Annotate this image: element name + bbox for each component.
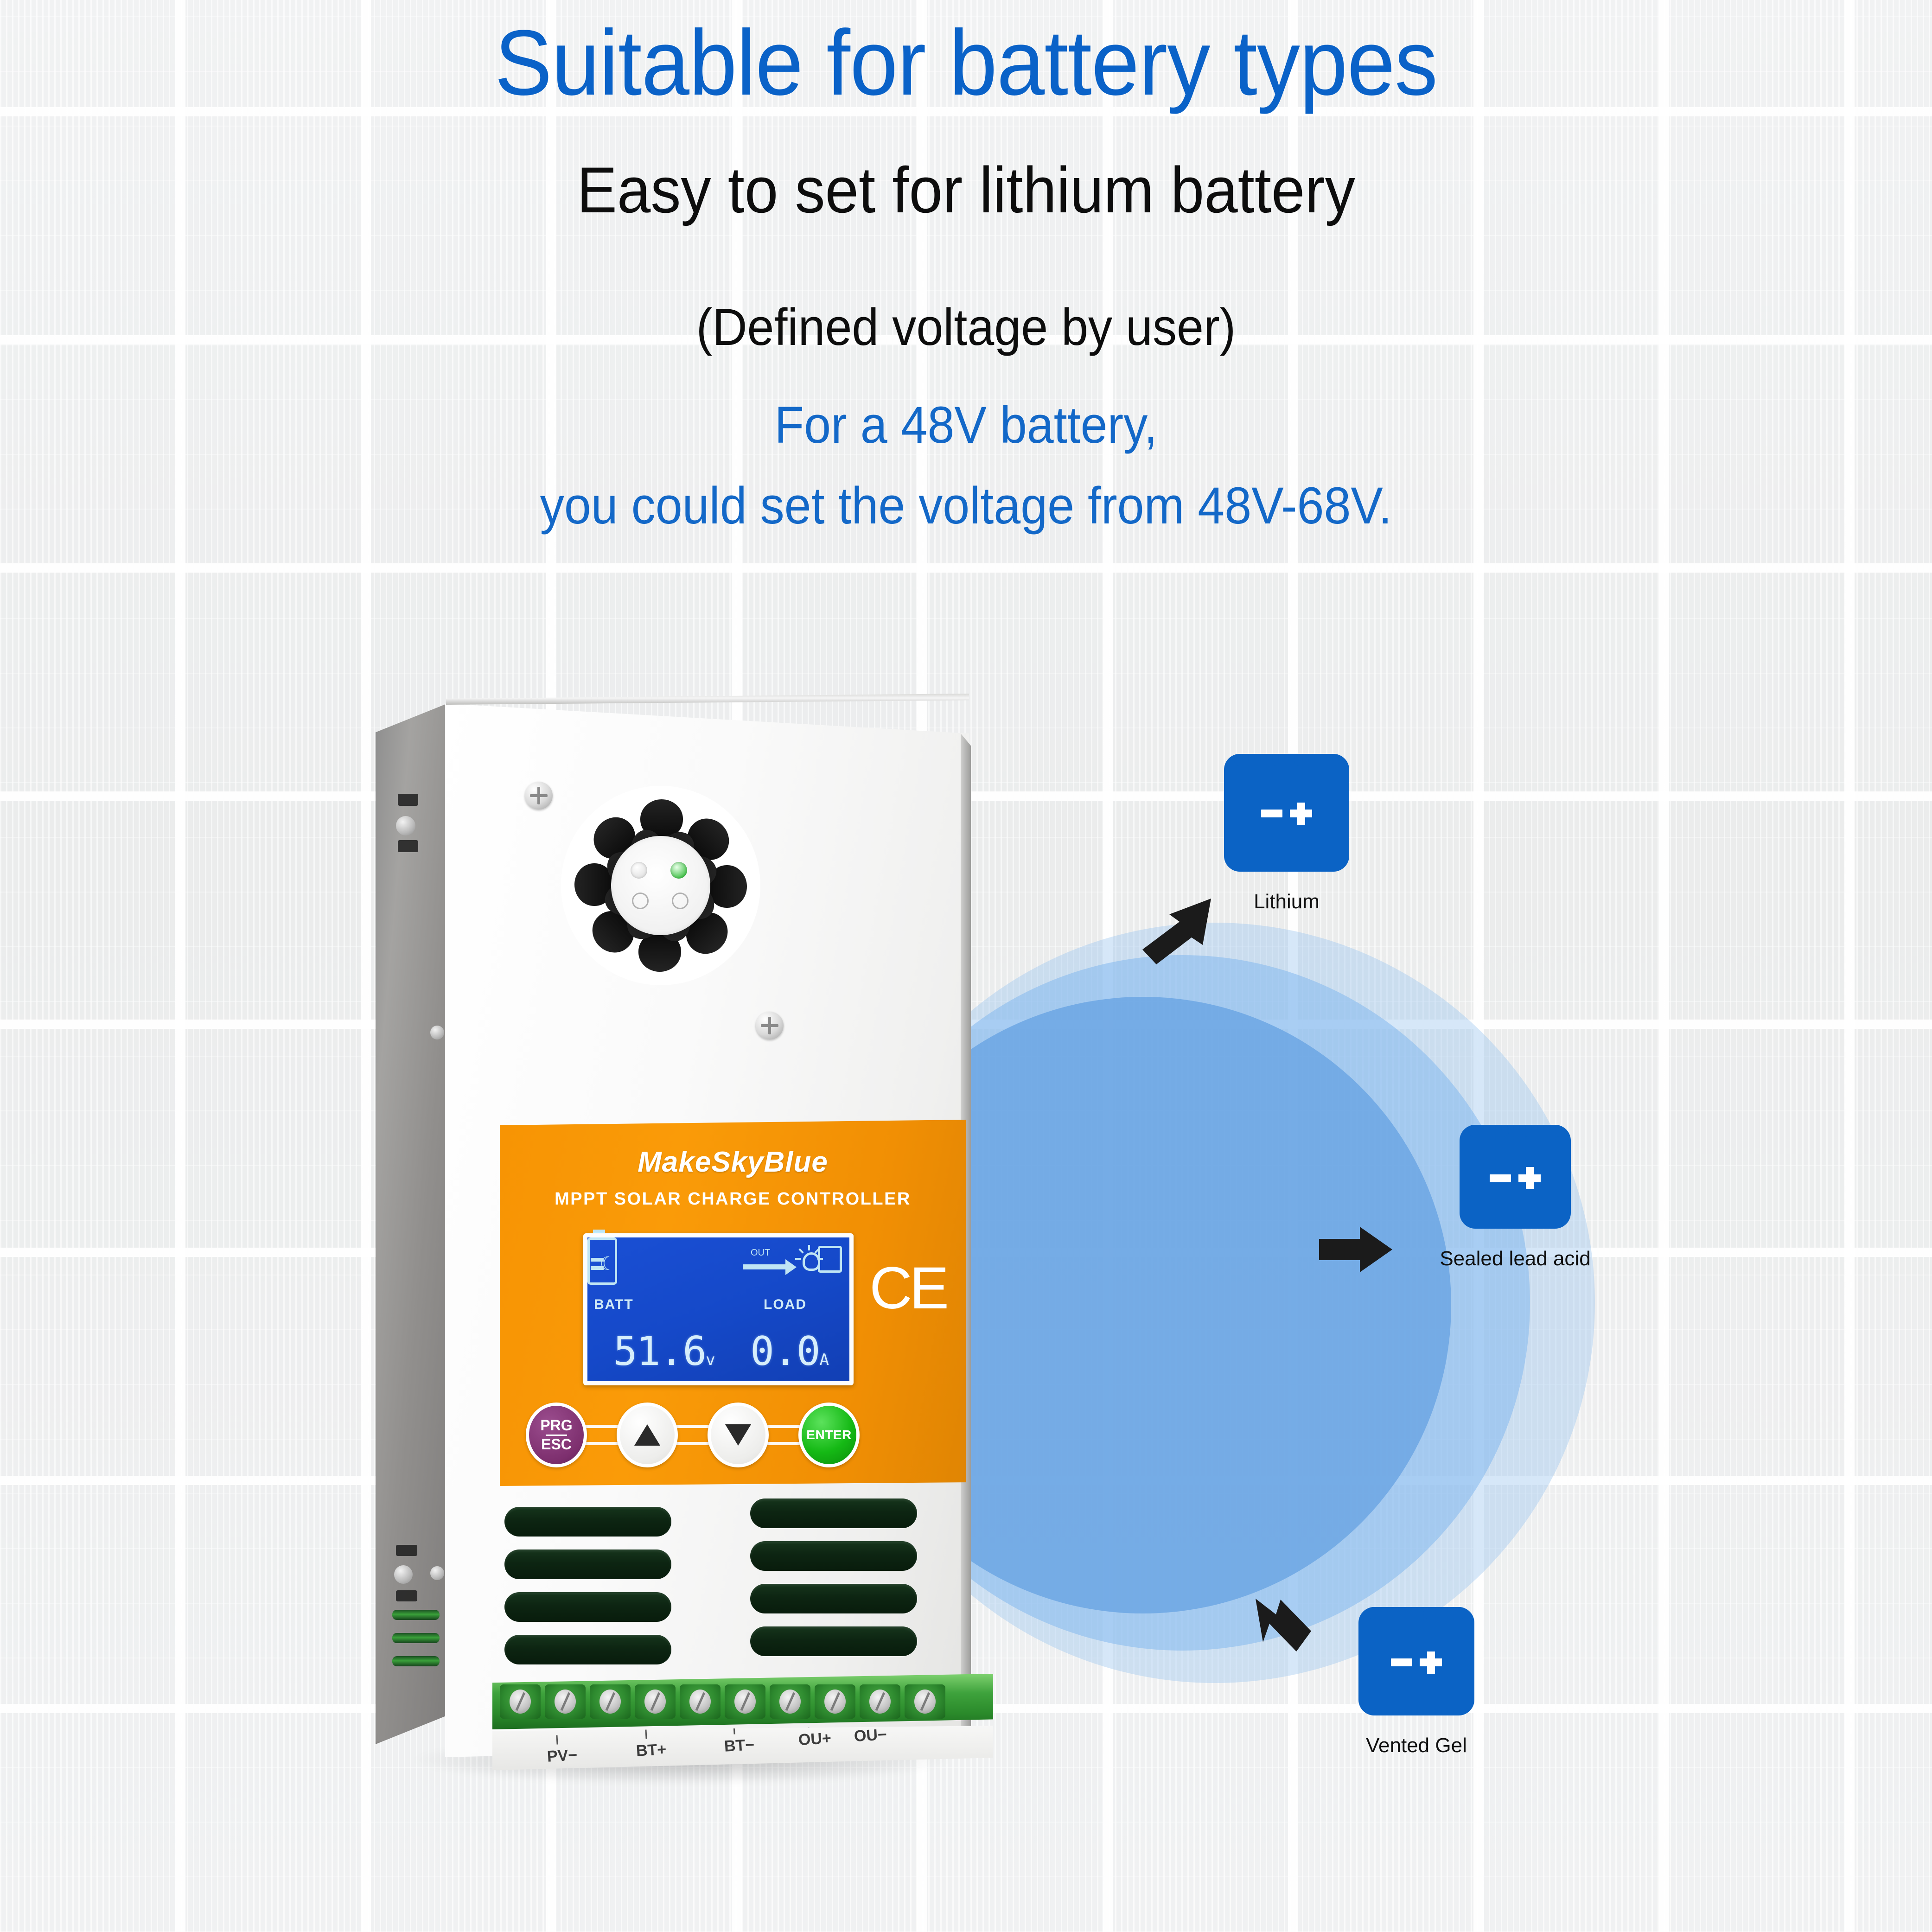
plus-icon (1420, 1651, 1442, 1674)
triangle-up-icon (634, 1424, 660, 1446)
clock-icon (818, 1246, 842, 1273)
battery-type-label: Lithium (1254, 890, 1320, 913)
product-type: MPPT SOLAR CHARGE CONTROLLER (555, 1189, 911, 1209)
terminal-label-ou-plus: OU+ (797, 1729, 832, 1749)
ce-mark-icon: CE (869, 1255, 949, 1321)
enter-button[interactable]: ENTER (798, 1403, 860, 1467)
down-button[interactable] (708, 1403, 769, 1467)
battery-icon (1460, 1125, 1571, 1241)
esc-label: ESC (541, 1435, 572, 1453)
battery-type-label: Sealed lead acid (1440, 1247, 1591, 1270)
battery-icon (1224, 754, 1349, 884)
status-led-white (631, 862, 647, 879)
up-button[interactable] (617, 1403, 678, 1467)
terminal-block (492, 1674, 993, 1729)
mppt-charge-controller: MakeSkyBlue MPPT SOLAR CHARGE CONTROLLER… (376, 691, 1006, 1770)
voltage-range-text: For a 48V battery, you could set the vol… (68, 385, 1864, 546)
battery-icon (1358, 1607, 1474, 1728)
defined-voltage-note: (Defined voltage by user) (696, 298, 1236, 356)
terminal-screw (905, 1684, 945, 1719)
batt-label: BATT (594, 1297, 634, 1312)
triangle-down-icon (725, 1424, 751, 1446)
lcd-display: ☾ OUT BATT LOAD 51.6v (583, 1233, 854, 1385)
battery-type-label: Vented Gel (1366, 1734, 1467, 1757)
minus-icon (1261, 810, 1282, 818)
terminal-screw (635, 1684, 676, 1719)
load-value: 0.0 (750, 1328, 820, 1375)
terminal-screw (545, 1684, 586, 1719)
terminal-screw (680, 1684, 721, 1719)
brand-name: MakeSkyBlue (638, 1146, 828, 1178)
control-button-row: PRG ESC ENTER (526, 1403, 938, 1467)
moon-icon: ☾ (599, 1254, 616, 1274)
case-screw (525, 782, 553, 810)
terminal-screw (815, 1684, 855, 1719)
batt-value: 51.6 (613, 1328, 707, 1375)
terminal-label-ou-minus: OU− (853, 1726, 887, 1745)
prg-esc-button[interactable]: PRG ESC (526, 1403, 587, 1467)
out-label: OUT (751, 1248, 771, 1258)
load-unit: A (819, 1351, 829, 1369)
battery-callout-vented-gel: Vented Gel (1358, 1595, 1525, 1757)
terminal-screw (500, 1684, 541, 1719)
battery-callout-lithium: Lithium (1224, 742, 1349, 913)
terminal-label-bt-minus: BT− (723, 1736, 755, 1755)
plus-icon (1290, 802, 1312, 825)
terminal-screw (770, 1684, 810, 1719)
terminal-screw (860, 1684, 900, 1719)
terminal-label-strip: PV− BT+ BT− OU+ OU− (492, 1726, 993, 1770)
enter-label: ENTER (806, 1428, 852, 1442)
page-subtitle: Easy to set for lithium battery (577, 153, 1355, 226)
page-title: Suitable for battery types (494, 11, 1438, 115)
load-label: LOAD (764, 1297, 807, 1312)
battery-level-icon (587, 1237, 617, 1285)
terminal-label-bt-plus: BT+ (635, 1741, 667, 1760)
case-screw (756, 1012, 784, 1039)
terminal-label-pv-minus: PV− (546, 1746, 578, 1766)
voltage-range-line-2: you could set the voltage from 48V-68V. (540, 476, 1392, 535)
device-top-lip (446, 694, 969, 705)
arrow-right-icon (1319, 1224, 1393, 1275)
status-led-green (670, 862, 687, 879)
arrow-down-right-icon (1252, 1590, 1321, 1660)
out-arrow-icon (743, 1259, 797, 1275)
terminal-screw (725, 1684, 765, 1719)
battery-callout-sealed-lead-acid: Sealed lead acid (1440, 1113, 1645, 1270)
terminal-screw (590, 1684, 631, 1719)
load-reading: 0.0A (750, 1328, 829, 1375)
arrow-up-right-icon (1137, 895, 1216, 964)
prg-label: PRG (540, 1417, 573, 1434)
batt-unit: v (706, 1351, 715, 1369)
plus-icon (1518, 1167, 1541, 1189)
heatsink-side-panel (376, 701, 453, 1744)
voltage-range-line-1: For a 48V battery, (774, 396, 1158, 454)
minus-icon (1391, 1658, 1412, 1667)
batt-reading: 51.6v (613, 1328, 715, 1375)
orange-label-panel: MakeSkyBlue MPPT SOLAR CHARGE CONTROLLER… (500, 1120, 966, 1486)
minus-icon (1490, 1174, 1511, 1182)
ventilation-slots (500, 1498, 968, 1678)
cooling-fan-icon (561, 786, 760, 985)
